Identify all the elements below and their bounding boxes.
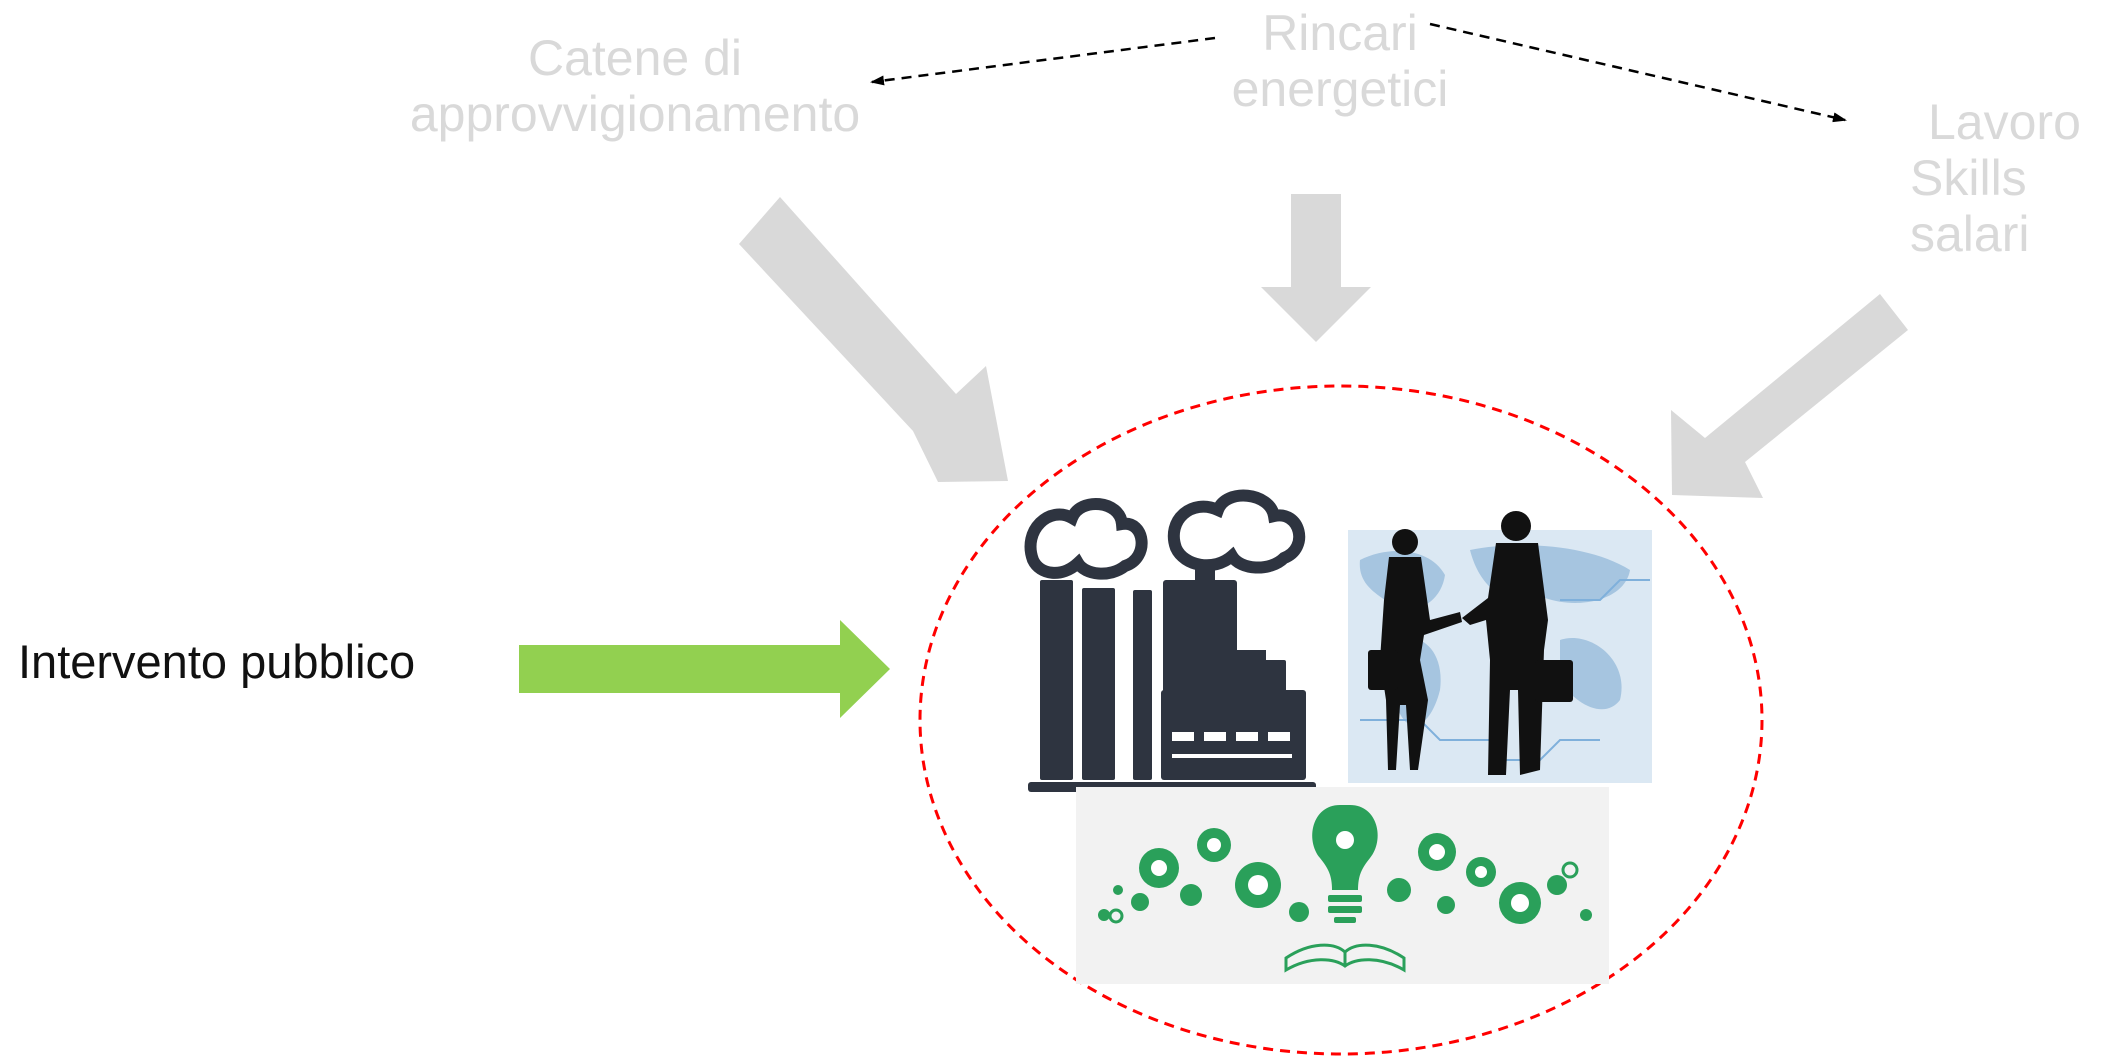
- label-energy-line2: energetici: [1231, 61, 1449, 117]
- dashed-connector-energy-supply: [870, 36, 1216, 86]
- label-supply-chains: Catene di approvvigionamento: [355, 30, 915, 142]
- business-handshake-icon: [1348, 511, 1652, 783]
- label-labour: Lavoro Skills salari: [1910, 94, 2081, 262]
- arrow-labour: [1671, 294, 1908, 498]
- label-energy-line1: Rincari: [1262, 5, 1418, 61]
- boundary-ellipse: [918, 384, 1764, 1056]
- label-labour-line2: Skills: [1910, 150, 2027, 206]
- arrow-supply-chains: [739, 197, 1008, 482]
- factory-icon: [1024, 489, 1316, 792]
- innovation-gears-bulb-icon: [1076, 787, 1609, 984]
- label-supply-chains-line1: Catene di: [527, 30, 743, 86]
- label-labour-line1: Lavoro: [1928, 94, 2081, 150]
- label-supply-chains-line2: approvvigionamento: [409, 86, 861, 142]
- label-energy-costs: Rincari energetici: [1185, 5, 1495, 117]
- arrow-energy: [1261, 194, 1371, 342]
- arrow-public-intervention: [519, 620, 890, 718]
- dashed-connector-energy-labour: [1429, 22, 1847, 123]
- label-public-intervention: Intervento pubblico: [18, 635, 416, 688]
- label-labour-line3: salari: [1910, 206, 2030, 262]
